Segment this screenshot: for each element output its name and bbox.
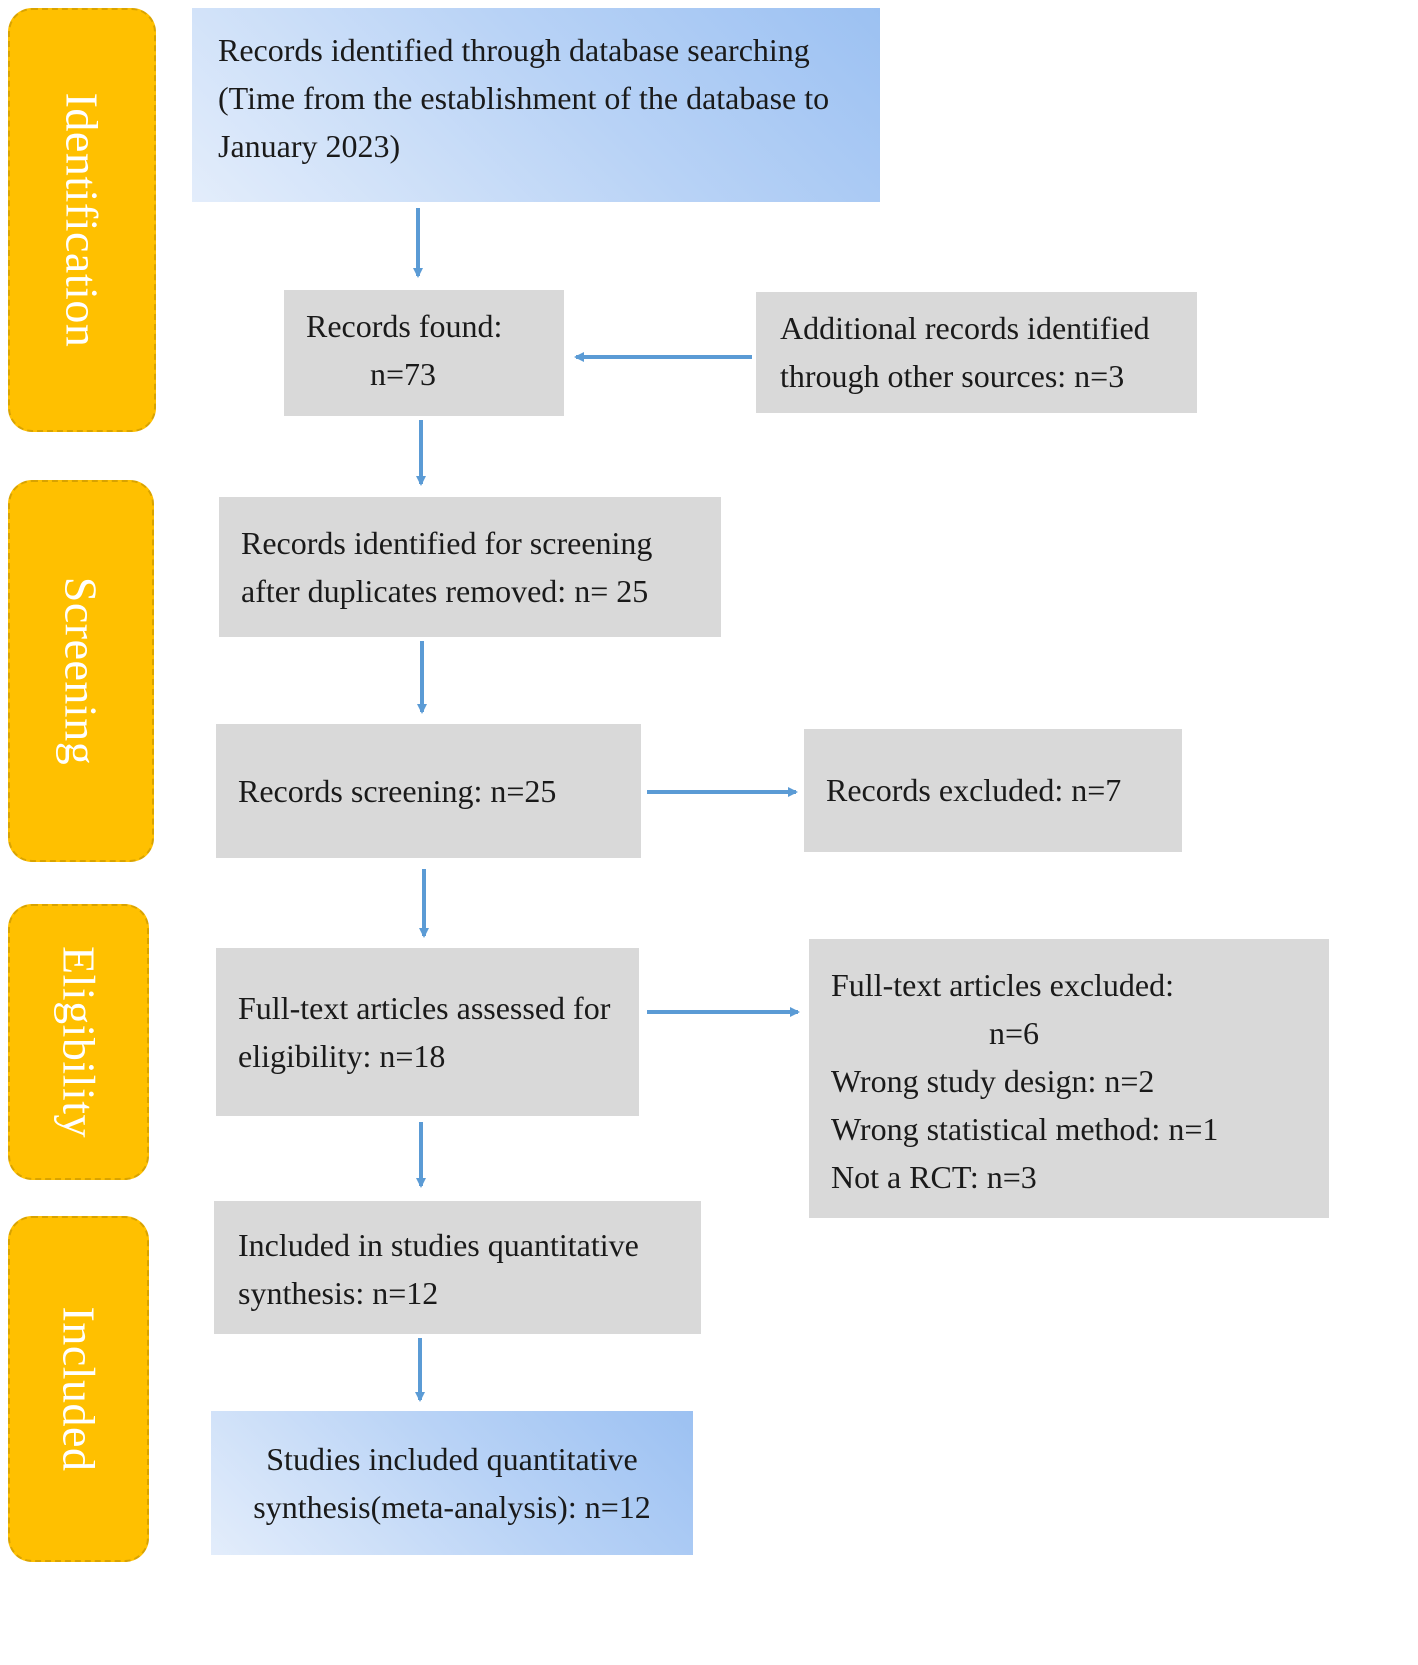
database-search-line-2: (Time from the establishment of the data… (218, 80, 830, 116)
included-synthesis-line-1: Included in studies quantitative (238, 1227, 639, 1263)
included-synthesis-box: Included in studies quantitative synthes… (214, 1201, 701, 1334)
fulltext-excluded-reason-3: Not a RCT: n=3 (831, 1159, 1037, 1195)
records-excluded-text: Records excluded: n=7 (826, 772, 1122, 808)
records-excluded-box: Records excluded: n=7 (804, 729, 1182, 852)
meta-analysis-line-2: synthesis(meta-analysis): n=12 (253, 1489, 651, 1525)
database-search-line-3: January 2023) (218, 128, 401, 164)
after-duplicates-box: Records identified for screening after d… (219, 497, 721, 637)
database-search-line-1: Records identified through database sear… (218, 32, 810, 68)
stage-identification: Identification (8, 8, 156, 432)
additional-records-line-1: Additional records identified (780, 310, 1150, 346)
additional-records-box: Additional records identified through ot… (756, 292, 1197, 413)
fulltext-excluded-reason-1: Wrong study design: n=2 (831, 1063, 1155, 1099)
fulltext-excluded-reason-2: Wrong statistical method: n=1 (831, 1111, 1219, 1147)
records-found-box: Records found: n=73 (284, 290, 564, 416)
records-screening-box: Records screening: n=25 (216, 724, 641, 858)
database-search-box: Records identified through database sear… (192, 8, 880, 202)
stage-screening: Screening (8, 480, 154, 862)
fulltext-excluded-title: Full-text articles excluded: (831, 967, 1174, 1003)
stage-eligibility: Eligibility (8, 904, 149, 1180)
included-synthesis-line-2: synthesis: n=12 (238, 1275, 439, 1311)
meta-analysis-box: Studies included quantitative synthesis(… (211, 1411, 693, 1555)
fulltext-assessed-line-1: Full-text articles assessed for (238, 990, 611, 1026)
fulltext-excluded-box: Full-text articles excluded: n=6 Wrong s… (809, 939, 1329, 1218)
after-duplicates-line-1: Records identified for screening (241, 525, 653, 561)
records-found-count: n=73 (370, 356, 437, 392)
fulltext-excluded-count: n=6 (989, 1015, 1040, 1051)
additional-records-line-2: through other sources: n=3 (780, 358, 1125, 394)
records-screening-text: Records screening: n=25 (238, 773, 557, 809)
meta-analysis-line-1: Studies included quantitative (266, 1441, 638, 1477)
records-found-label: Records found: (306, 308, 503, 344)
after-duplicates-line-2: after duplicates removed: n= 25 (241, 573, 649, 609)
fulltext-assessed-box: Full-text articles assessed for eligibil… (216, 948, 639, 1116)
fulltext-assessed-line-2: eligibility: n=18 (238, 1038, 446, 1074)
stage-included: Included (8, 1216, 149, 1562)
